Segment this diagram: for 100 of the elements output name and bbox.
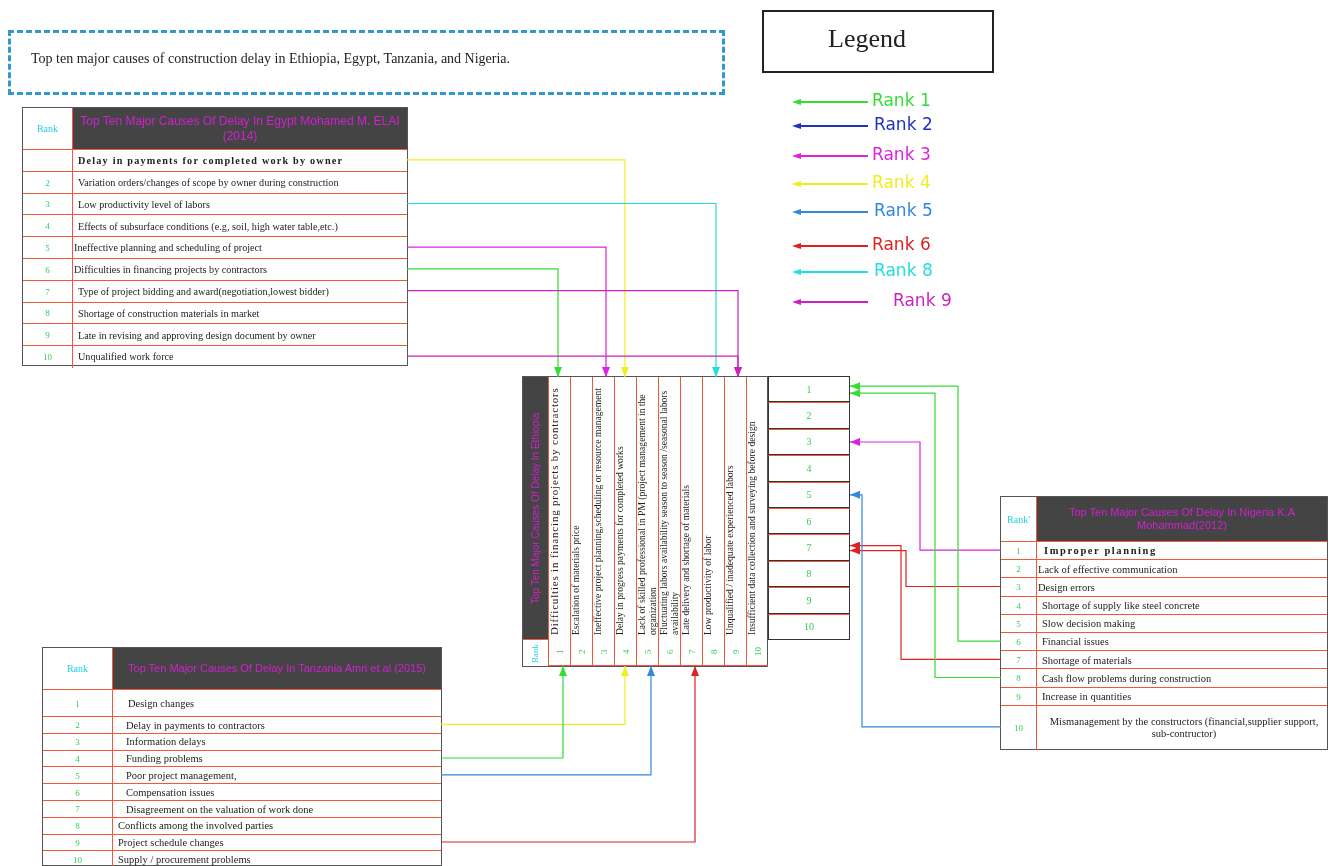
arrow (406, 355, 742, 378)
table-row (43, 689, 441, 716)
rank-cell: 5 (768, 481, 850, 508)
table-row (1001, 613, 1327, 632)
rank-number: 1 (1001, 542, 1037, 561)
cause-text: Delay in progress payments for completed works (615, 445, 626, 637)
table-row (43, 850, 441, 866)
rank-number: 1 (549, 639, 570, 666)
cause-text: Unqualified work force (77, 350, 175, 365)
rank-number: 5 (1001, 614, 1037, 633)
cause-text: Delay in payments to contractors (125, 718, 266, 733)
cause-text: Shortage of supply like steel concrete (1041, 598, 1201, 613)
cause-text: Escalation of materials price (571, 524, 582, 637)
rank-number: 6 (1001, 633, 1037, 652)
cause-text: Insufficient data collection and surveying before design (747, 420, 758, 637)
cause-text: Project schedule changes (117, 836, 225, 851)
legend-label: Rank 3 (872, 144, 931, 164)
rank-cell: 10 (768, 613, 850, 640)
table-row (23, 301, 407, 324)
table-row (43, 816, 441, 834)
column-heading: Rank' (1001, 497, 1037, 541)
rank-number: 10 (747, 639, 768, 666)
rank-number: 9 (725, 639, 746, 666)
rank-cell: 9 (768, 587, 850, 614)
cause-text: Disagreement on the valuation of work done (125, 802, 315, 817)
arrow (849, 490, 1002, 728)
cause-text: Shortage of materials (1041, 653, 1133, 668)
rank-number: 8 (43, 817, 113, 835)
rank-number: 5 (637, 639, 658, 666)
table-row (1001, 577, 1327, 596)
rank-cell: 8 (768, 560, 850, 588)
column-heading: Rank (529, 643, 541, 665)
rank-number: 4 (615, 639, 636, 666)
rank-number: 2 (23, 171, 73, 194)
rank-cell: 6 (768, 508, 850, 535)
table-column (570, 377, 592, 666)
table-column (658, 377, 680, 666)
cause-text: Conflicts among the involved parties (117, 819, 275, 834)
table-row (43, 732, 441, 750)
cause-text: Slow decision making (1041, 617, 1137, 632)
arrow (406, 159, 629, 378)
rank-cell: 7 (768, 534, 850, 561)
table-title: Top Ten Major Causes Of Delay In Egypt Mohamed M. ELAI (2014) (73, 108, 407, 149)
cause-text: Increase in quantities (1041, 689, 1133, 704)
rank-number: 8 (1001, 669, 1037, 688)
rank-number: 8 (703, 639, 724, 666)
table-row (23, 345, 407, 367)
data-table (522, 376, 768, 667)
table-row (1001, 595, 1327, 614)
cause-text: Late in revising and approving design document by owner (77, 328, 317, 343)
table-row (43, 749, 441, 767)
table-row (23, 236, 407, 258)
table-title: Top Ten Major Causes Of Delay In Nigeria K.A Mohammad(2012) (1037, 497, 1327, 541)
cause-text: Variation orders/changes of scope by owner during construction (77, 176, 340, 191)
table-title: Top Ten Major Causes Of Delay In Tanzania Amri et al (2015) (113, 648, 441, 689)
rank-number: 2 (1001, 560, 1037, 579)
table-row (1001, 541, 1327, 560)
cause-text: Supply / procurement problems (117, 852, 252, 866)
table-column (548, 377, 570, 666)
cause-text: Funding problems (125, 752, 204, 767)
cause-text: Cash flow problems during construction (1041, 671, 1213, 686)
legend-label: Rank 2 (874, 114, 933, 134)
rank-number: 2 (571, 639, 592, 666)
cause-text: Information delays (125, 735, 207, 750)
table-row (23, 149, 407, 171)
arrow (849, 438, 1002, 551)
cause-text: Difficulties in financing projects by contractors (74, 263, 269, 278)
table-column (724, 377, 746, 666)
table-row (1001, 668, 1327, 687)
rank-number: 10 (23, 346, 73, 368)
arrow (849, 546, 1002, 588)
rank-number: 6 (43, 784, 113, 801)
cause-text: Lack of skilled professional in PM (project management in the organization (637, 393, 658, 637)
rank-number: 1 (43, 690, 113, 717)
arrow (440, 665, 699, 843)
table-row (23, 170, 407, 193)
table-row (43, 783, 441, 800)
rank-cell: 1 (768, 376, 850, 403)
rank-number: 4 (1001, 596, 1037, 615)
rank-number: 9 (23, 324, 73, 347)
table-column (636, 377, 658, 666)
arrow (406, 202, 720, 378)
table-column (680, 377, 702, 666)
cause-text: Mismanagement by the constructors (financial,supplier support, sub-contructor) (1048, 715, 1320, 741)
table-column (702, 377, 724, 666)
arrow (849, 541, 1002, 660)
cause-text: Ineffective planning and scheduling of project (74, 241, 263, 256)
data-table (42, 647, 442, 866)
data-table (22, 107, 408, 366)
legend-label: Rank 9 (893, 290, 952, 310)
rank-number: 7 (1001, 651, 1037, 670)
cause-text: Unqualified / inadequate experienced labors (725, 464, 736, 637)
rank-number: 7 (681, 639, 702, 666)
table-column (592, 377, 614, 666)
table-row (1001, 686, 1327, 705)
cause-text: Late delivery and shortage of materials (681, 484, 692, 637)
cause-text: Financial issues (1041, 635, 1110, 650)
arrow (406, 246, 610, 378)
cause-text: Delay in payments for completed work by owner (77, 154, 345, 169)
rank-number: 10 (43, 851, 113, 866)
